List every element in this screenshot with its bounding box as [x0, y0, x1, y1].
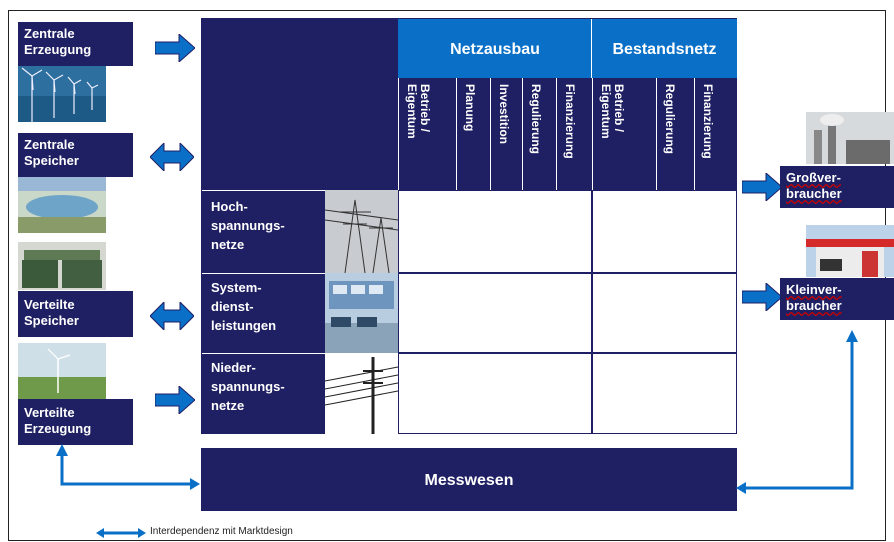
- matrix-grid: Netzausbau Bestandsnetz Betrieb / Eigent…: [201, 18, 737, 434]
- column-header-label: Betrieb / Eigentum: [599, 84, 626, 139]
- arrow-right-icon: [154, 32, 196, 67]
- wind-farm-photo: [18, 66, 106, 122]
- row-hochspannungsnetze: Hoch- spannungs- netze: [202, 190, 325, 273]
- column-header: Finanzierung: [694, 78, 737, 190]
- column-header: Betrieb / Eigentum: [592, 78, 656, 190]
- column-header-label: Regulierung: [529, 84, 543, 155]
- header-bestandsnetz: Bestandsnetz: [592, 19, 737, 78]
- matrix-cell: [398, 353, 592, 434]
- matrix-cell: [592, 190, 737, 273]
- legend-text: Interdependenz mit Marktdesign: [150, 526, 293, 537]
- power-pylons-photo: [325, 190, 398, 273]
- column-header: Planung: [456, 78, 490, 190]
- arrow-right-icon: [741, 171, 783, 206]
- gas-station-photo: [806, 225, 894, 277]
- control-room-photo: [325, 273, 398, 353]
- column-header: Regulierung: [522, 78, 556, 190]
- matrix-cell: [592, 273, 737, 353]
- row-systemdienstleistungen: System- dienst- leistungen: [202, 273, 325, 353]
- messwesen-label: Messwesen: [424, 472, 514, 489]
- matrix-cell: [398, 190, 592, 273]
- column-header: Betrieb / Eigentum: [398, 78, 456, 190]
- matrix-corner: [202, 19, 398, 190]
- double-arrow-icon: [96, 528, 146, 538]
- column-header: Regulierung: [656, 78, 694, 190]
- reservoir-photo: [18, 177, 106, 233]
- column-header-label: Betrieb / Eigentum: [405, 84, 432, 139]
- column-header-label: Regulierung: [663, 84, 677, 155]
- utility-pole-photo: [325, 353, 398, 434]
- arrow-right-icon: [154, 384, 196, 419]
- row-niederspannungsnetze: Nieder- spannungs- netze: [202, 353, 325, 434]
- column-header-label: Finanzierung: [701, 84, 715, 159]
- label-verteilte-erzeugung: Verteilte Erzeugung: [18, 399, 133, 445]
- messwesen-bar: Messwesen: [201, 448, 737, 511]
- label-zentrale-speicher: Zentrale Speicher: [18, 133, 133, 177]
- label-kleinverbraucher: Kleinver- braucher: [780, 278, 894, 320]
- arrow-right-icon: [741, 281, 783, 316]
- power-plant-photo: [806, 112, 894, 164]
- column-header-label: Finanzierung: [563, 84, 577, 159]
- column-header-label: Investition: [497, 84, 511, 145]
- matrix-cell: [592, 353, 737, 434]
- column-header: Finanzierung: [556, 78, 592, 190]
- single-wind-turbine-photo: [18, 343, 106, 399]
- label-zentrale-erzeugung: Zentrale Erzeugung: [18, 22, 133, 66]
- column-header-label: Planung: [463, 84, 477, 132]
- matrix-cell: [398, 273, 592, 353]
- header-netzausbau: Netzausbau: [398, 19, 592, 78]
- battery-storage-photo: [18, 242, 106, 290]
- label-grossverbraucher: Großver- braucher: [780, 166, 894, 208]
- subheader-band: [398, 78, 737, 190]
- label-verteilte-speicher: Verteilte Speicher: [18, 291, 133, 337]
- column-header: Investition: [490, 78, 522, 190]
